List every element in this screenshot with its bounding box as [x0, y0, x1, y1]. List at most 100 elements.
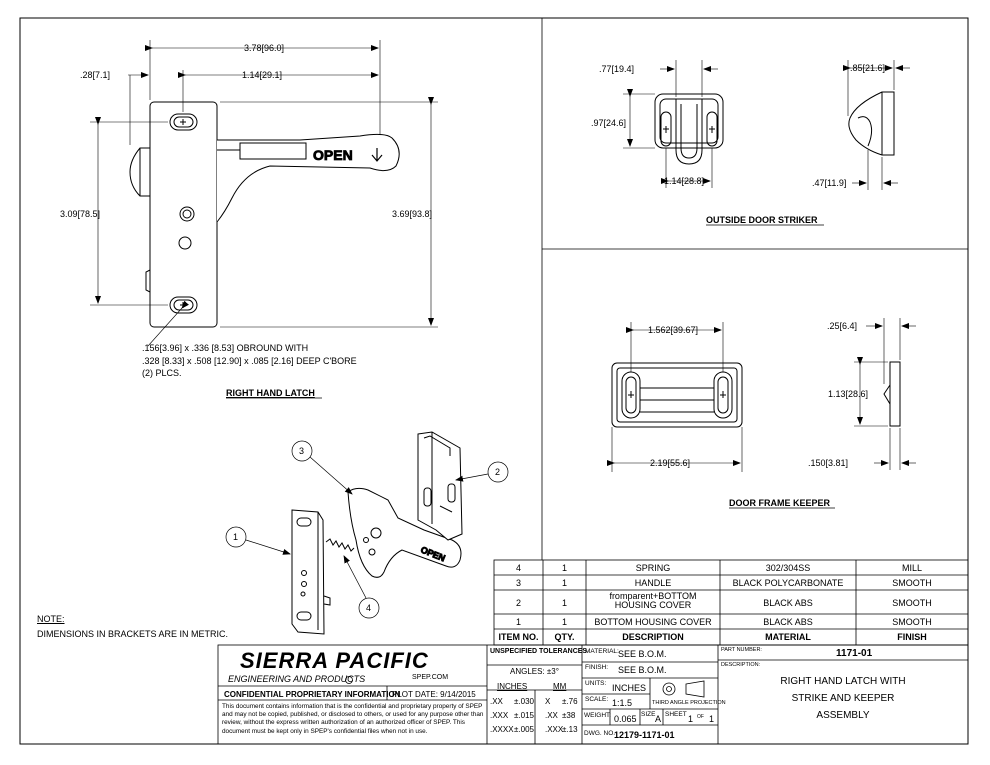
bom-row-2-finish: SMOOTH	[892, 598, 932, 608]
balloon-3-label: 3	[299, 446, 304, 456]
sheet-label: SHEET	[665, 711, 687, 718]
tolerances-title: UNSPECIFIED TOLERANCES	[490, 648, 588, 655]
latch-handle-open-text: OPEN	[313, 147, 353, 163]
tol-row-2-in-fmt: .XXX	[490, 711, 509, 720]
description-label: DESCRIPTION:	[721, 662, 761, 668]
bom-row-3-qty: 1	[561, 578, 567, 588]
balloon-2-label: 2	[495, 467, 500, 477]
description-line-3: ASSEMBLY	[816, 710, 870, 721]
outside-door-striker-side	[848, 91, 895, 156]
balloon-4	[358, 597, 380, 619]
tol-row-2-mm-tol: ±38	[562, 711, 576, 720]
top-obround-hole	[169, 113, 198, 131]
weight-label: WEIGHT:	[584, 712, 612, 719]
dim-striker-top-width: .77[19.4]	[599, 64, 634, 74]
latch-handle	[216, 133, 400, 223]
bom-header-material: MATERIAL	[765, 632, 811, 642]
callout-line-1: .156[3.96] x .336 [8.53] OBROUND WITH	[142, 343, 308, 353]
bom-row-2-item: 2	[515, 598, 521, 608]
sheet-value: 1	[688, 714, 694, 724]
view-title-right-hand-latch: RIGHT HAND LATCH	[226, 388, 315, 398]
bottom-obround-hole	[169, 296, 198, 314]
bom-row-1-material: BLACK ABS	[763, 617, 813, 627]
balloon-2	[487, 461, 509, 483]
center-hole-bottom	[178, 236, 192, 250]
exploded-part-2	[417, 431, 463, 541]
dwg-no-label: DWG. NO.	[584, 730, 616, 737]
bom-row-3-desc: HANDLE	[634, 578, 672, 588]
size-label: SIZE	[641, 711, 656, 718]
material-label: MATERIAL:	[585, 648, 619, 655]
right-hand-latch-view: OPEN	[129, 101, 400, 328]
balloon-4-label: 4	[366, 603, 371, 613]
bom-table	[493, 559, 969, 646]
tolerances-angles: ANGLES: ±3°	[510, 667, 559, 676]
tol-row-1-in-tol: ±.030	[514, 697, 534, 706]
projection-label: THIRD ANGLE PROJECTION	[652, 700, 726, 706]
center-hole-top	[179, 206, 195, 222]
tol-row-1-mm-tol: ±.76	[562, 697, 578, 706]
latch-dimensions	[90, 40, 438, 347]
dim-striker-lip: .47[11.9]	[812, 178, 846, 188]
plot-date: PLOT DATE: 9/14/2015	[392, 690, 476, 699]
bom-row-4-material: 302/304SS	[765, 563, 811, 573]
callout-line-3: (2) PLCS.	[142, 368, 182, 378]
bom-row-4-desc: SPRING	[635, 563, 671, 573]
dim-keeper-thickness: .150[3.81]	[808, 458, 848, 468]
bom-row-3-material: BLACK POLYCARBONATE	[732, 578, 844, 588]
finish-label: FINISH:	[585, 664, 609, 671]
bom-row-2-qty: 1	[561, 598, 567, 608]
dim-overall-height: 3.69[93.8]	[392, 209, 432, 219]
part-number-label: PART NUMBER:	[721, 647, 762, 653]
tol-row-1-in-fmt: .XX	[490, 697, 503, 706]
part-number-value: 1171-01	[836, 648, 873, 659]
company-website: SPEP.COM	[412, 674, 449, 681]
description-line-1: RIGHT HAND LATCH WITH	[780, 676, 906, 687]
latch-dim-text: 3.78[96.0] .28[7.1] 1.14[29.1] 3.09[78.5…	[60, 43, 432, 378]
view-title-door-frame-keeper: DOOR FRAME KEEPER	[729, 498, 831, 508]
bom-row-1-qty: 1	[561, 617, 567, 627]
tol-row-3-in-tol: ±.005	[514, 725, 534, 734]
outside-door-striker-front	[654, 93, 724, 165]
dim-keeper-depth: .25[6.4]	[827, 321, 857, 331]
bom-row-4-item: 4	[515, 563, 521, 573]
exploded-part-4-spring	[325, 538, 355, 552]
tol-row-1-mm-fmt: X	[545, 697, 551, 706]
tolerances-mm-label: MM	[553, 682, 567, 691]
confidential-label: CONFIDENTIAL PROPRIETARY INFORMATION	[224, 690, 401, 699]
note-text: DIMENSIONS IN BRACKETS ARE IN METRIC.	[37, 629, 229, 639]
title-block	[217, 644, 969, 745]
exploded-balloons	[225, 440, 509, 619]
tol-row-2-in-tol: ±.015	[514, 711, 534, 720]
dim-offset: .28[7.1]	[80, 70, 110, 80]
weight-value: 0.065	[614, 714, 637, 724]
bom-row-2-desc: fromparent+BOTTOM HOUSING COVER	[609, 591, 697, 611]
bom-header-item: ITEM NO.	[498, 632, 539, 642]
door-frame-keeper-front	[611, 362, 743, 428]
bom-header-qty: QTY.	[554, 632, 575, 642]
tol-row-2-mm-fmt: .XX	[545, 711, 558, 720]
dim-keeper-overall-width: 2.19[55.6]	[650, 458, 690, 468]
striker-dimensions	[623, 60, 910, 190]
balloon-1	[225, 526, 247, 548]
dwg-no-value: 12179-1171-01	[614, 730, 675, 740]
bom-row-1-desc: BOTTOM HOUSING COVER	[594, 617, 712, 627]
balloon-labels: 3 2 1 4	[233, 446, 500, 613]
units-value: INCHES	[612, 683, 647, 693]
bom-row-1-finish: SMOOTH	[892, 617, 932, 627]
keeper-dim-text: 1.562[39.67] 2.19[55.6] .25[6.4] 1.13[28…	[648, 321, 868, 468]
description-line-2: STRIKE AND KEEPER	[791, 693, 895, 704]
company-name: SIERRA PACIFIC	[240, 648, 429, 673]
dim-keeper-slot-spacing: 1.562[39.67]	[648, 325, 698, 335]
view-title-outside-door-striker: OUTSIDE DOOR STRIKER	[706, 215, 818, 225]
callout-line-2: .328 [8.33] x .508 [12.90] x .085 [2.16]…	[142, 356, 357, 366]
dim-hole-spacing: 3.09[78.5]	[60, 209, 100, 219]
keeper-dimensions	[607, 318, 916, 472]
striker-dim-text: .77[19.4] .97[24.6] 1.14[28.8] .85[21.6]…	[591, 63, 885, 188]
tol-row-3-in-fmt: .XXXX	[490, 725, 514, 734]
exploded-view: OPEN	[291, 431, 463, 635]
size-value: A	[655, 714, 662, 724]
units-label: UNITS:	[585, 680, 607, 687]
bom-row-3-finish: SMOOTH	[892, 578, 932, 588]
